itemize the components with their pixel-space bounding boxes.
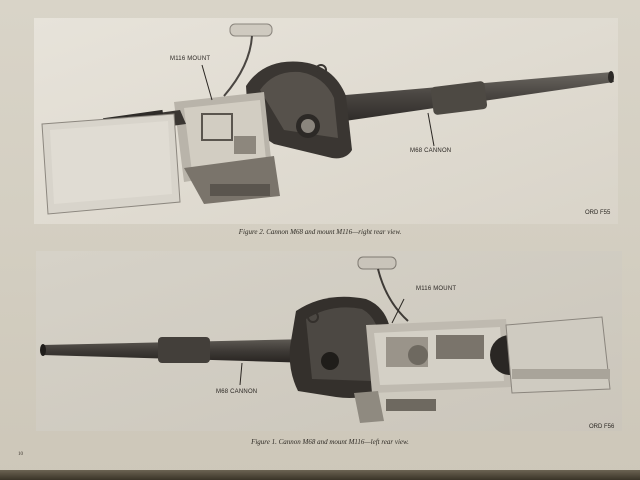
cannon-illustration-left bbox=[36, 251, 622, 431]
photo-right-rear-view: M116 MOUNT M68 CANNON ORD F55 bbox=[34, 18, 618, 224]
page-edge-shadow bbox=[0, 470, 640, 480]
ord-reference: ORD F55 bbox=[585, 210, 611, 216]
label-m116-mount: M116 MOUNT bbox=[170, 56, 211, 62]
figure-caption-bottom: Figure 1. Cannon M68 and mount M116—left… bbox=[251, 438, 409, 446]
cannon-illustration-right bbox=[34, 18, 618, 224]
label-m68-cannon: M68 CANNON bbox=[410, 148, 452, 154]
page-number: 10 bbox=[18, 452, 23, 457]
label-m68-cannon: M68 CANNON bbox=[216, 389, 258, 395]
label-m116-mount: M116 MOUNT bbox=[416, 286, 457, 292]
figure-caption-top: Figure 2. Cannon M68 and mount M116—righ… bbox=[238, 228, 402, 236]
ord-reference: ORD F56 bbox=[589, 424, 615, 430]
photo-left-rear-view: M116 MOUNT M68 CANNON ORD F56 bbox=[36, 251, 622, 431]
